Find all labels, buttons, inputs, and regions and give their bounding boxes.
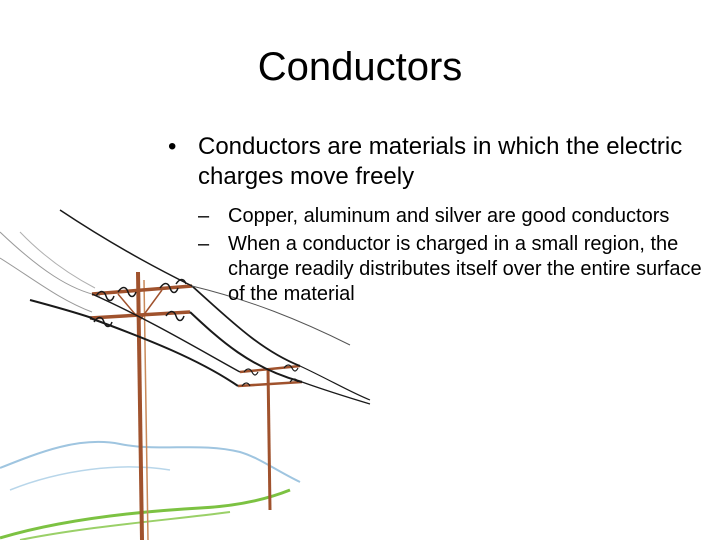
back-crossarm-top — [239, 364, 301, 374]
slide-body: • Conductors are materials in which the … — [168, 132, 708, 310]
front-pole — [136, 271, 144, 540]
back-pole — [266, 367, 272, 511]
dash-icon: – — [198, 233, 210, 255]
sub-bullet-text: When a conductor is charged in a small r… — [228, 233, 702, 305]
hills-outline — [0, 440, 301, 483]
grass-stroke-2 — [19, 511, 231, 540]
power-wires — [29, 209, 371, 405]
faint-wire — [0, 231, 101, 297]
sub-bullet-item: – When a conductor is charged in a small… — [198, 232, 708, 307]
sub-bullet-item: – Copper, aluminum and silver are good c… — [198, 204, 708, 229]
front-crossarm-bottom — [89, 310, 191, 320]
bullet-dot-icon: • — [168, 133, 177, 160]
front-pole-shade — [143, 279, 149, 540]
back-crossarm-bottom — [237, 380, 303, 388]
faint-wire — [0, 257, 93, 313]
slide-title: Conductors — [257, 45, 463, 89]
grass-stroke — [0, 488, 291, 540]
bullet-item: • Conductors are materials in which the … — [168, 132, 708, 192]
faint-wire — [19, 231, 96, 289]
sub-bullet-text: Copper, aluminum and silver are good con… — [228, 205, 670, 227]
front-crossarm-top — [91, 284, 193, 296]
hills-outline-2 — [9, 466, 171, 491]
sub-bullet-list: – Copper, aluminum and silver are good c… — [198, 204, 708, 307]
insulators — [93, 278, 187, 328]
bullet-text: Conductors are materials in which the el… — [198, 133, 683, 190]
front-brace — [117, 289, 163, 322]
dash-icon: – — [198, 205, 210, 227]
